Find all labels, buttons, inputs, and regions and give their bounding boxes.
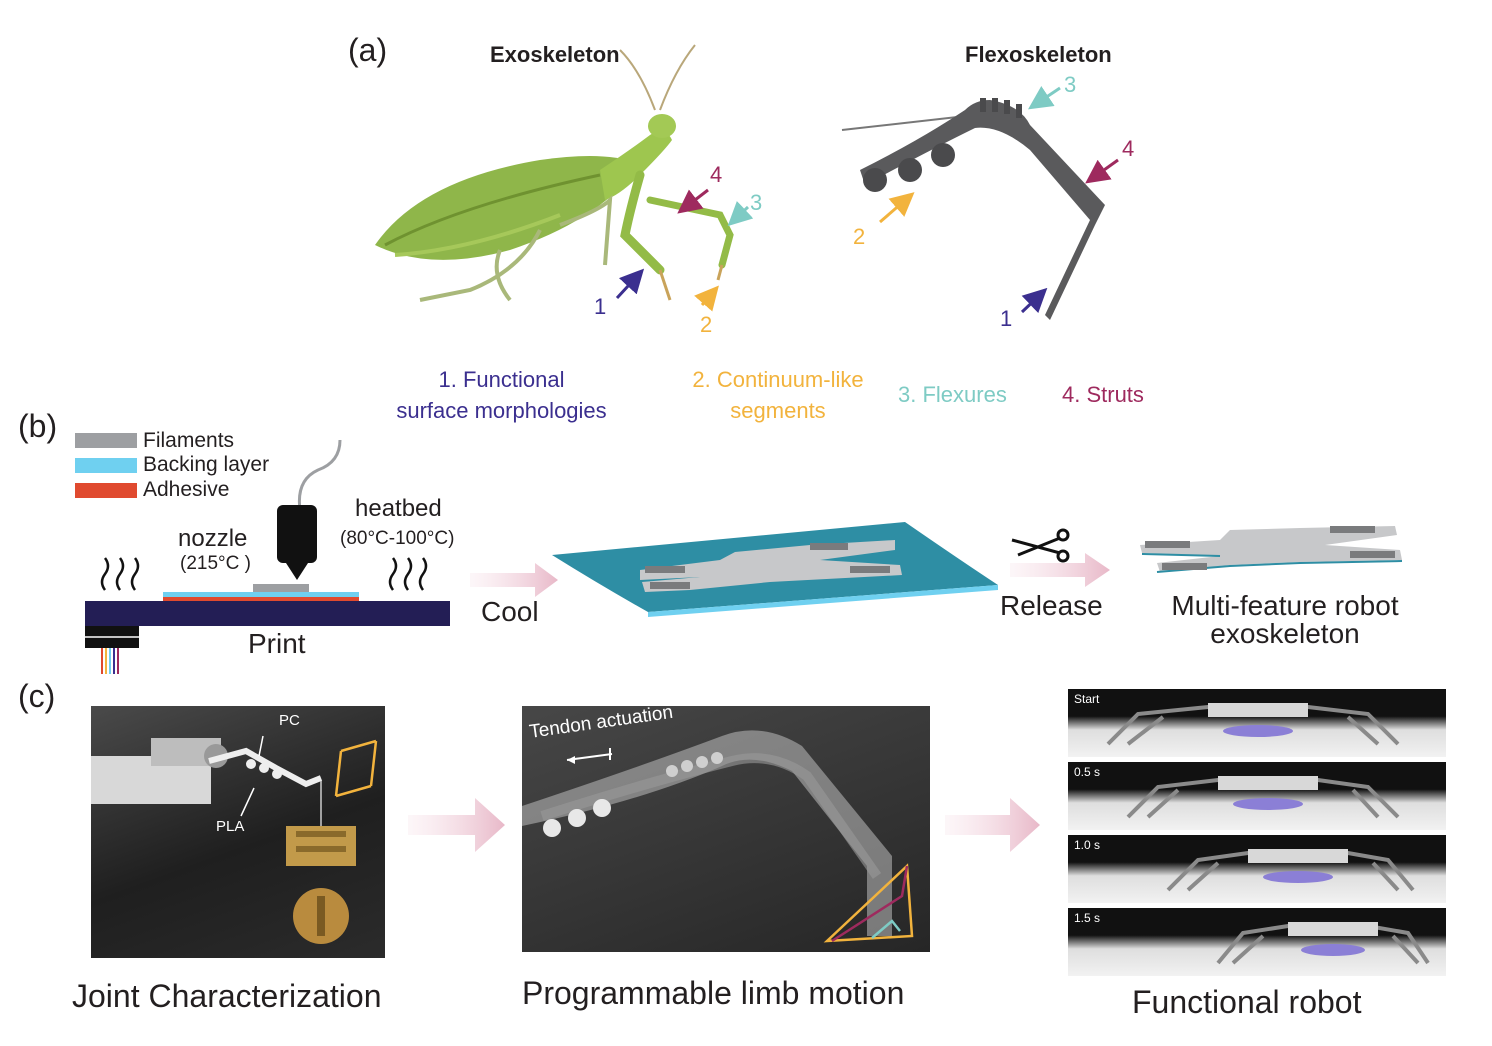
legend-swatch-filaments (75, 433, 137, 448)
feature-2-line1: 2. Continuum-like (692, 367, 864, 392)
frame-label-1-0s: 1.0 s (1074, 838, 1101, 852)
pc-label: PC (279, 712, 300, 729)
nozzle-label: nozzle (178, 525, 248, 552)
robot-frame-1-5s: 1.5 s (1068, 908, 1446, 976)
heatbed-label: heatbed (355, 495, 442, 522)
print-label: Print (248, 628, 306, 659)
pla-label: PLA (216, 818, 245, 835)
flexoskeleton-title: Flexoskeleton (965, 42, 1112, 67)
flexo-marker-4: 4 (1122, 136, 1135, 161)
panel-a-label: (a) (348, 32, 388, 68)
feature-2-line2: segments (730, 398, 826, 423)
result-label-line1: Multi-feature robot (1171, 590, 1399, 621)
legend-label-adhesive: Adhesive (143, 478, 230, 501)
limb-caption: Programmable limb motion (522, 975, 905, 1011)
robot-frame-0-5s: 0.5 s (1068, 762, 1446, 830)
feature-3: 3. Flexures (898, 382, 1007, 407)
flexo-marker-2: 2 (853, 224, 866, 249)
legend-label-backing: Backing layer (143, 453, 270, 476)
robot-caption: Functional robot (1132, 984, 1362, 1020)
exo-marker-4: 4 (710, 162, 723, 187)
feature-4: 4. Struts (1062, 382, 1144, 407)
flexo-marker-1: 1 (1000, 306, 1013, 331)
exo-marker-3: 3 (750, 190, 763, 215)
release-label: Release (1000, 590, 1103, 621)
feature-2: 2. Continuum-like segments (668, 364, 888, 426)
joint-caption: Joint Characterization (72, 978, 382, 1014)
nozzle-temp: (215°C ) (180, 553, 251, 574)
legend-label-filaments: Filaments (143, 429, 235, 452)
flexo-marker-3: 3 (1064, 72, 1077, 97)
limb-motion-photo: Tendon actuation (522, 706, 930, 952)
cool-label: Cool (481, 596, 539, 627)
frame-label-start: Start (1074, 692, 1100, 706)
frame-label-0-5s: 0.5 s (1074, 765, 1101, 779)
feature-1-line2: surface morphologies (396, 398, 607, 423)
exoskeleton-title: Exoskeleton (490, 42, 620, 67)
feature-1: 1. Functional surface morphologies (384, 364, 619, 426)
heatbed-temp: (80°C-100°C) (340, 528, 455, 549)
robot-frame-1-0s: 1.0 s (1068, 835, 1446, 903)
legend-swatch-backing (75, 458, 137, 473)
exo-marker-2: 2 (700, 312, 713, 337)
exo-marker-1: 1 (594, 294, 607, 319)
result-label: Multi-feature robot exoskeleton (1140, 592, 1430, 648)
robot-frame-start: Start (1068, 689, 1446, 757)
panel-c-label: (c) (18, 678, 56, 714)
result-label-line2: exoskeleton (1210, 618, 1360, 649)
frame-label-1-5s: 1.5 s (1074, 911, 1101, 925)
legend-swatch-adhesive (75, 483, 137, 498)
panel-b-label: (b) (18, 408, 58, 444)
feature-1-line1: 1. Functional (438, 367, 565, 392)
joint-characterization-photo: PC PLA (91, 706, 385, 958)
scissors-icon (1011, 528, 1070, 563)
